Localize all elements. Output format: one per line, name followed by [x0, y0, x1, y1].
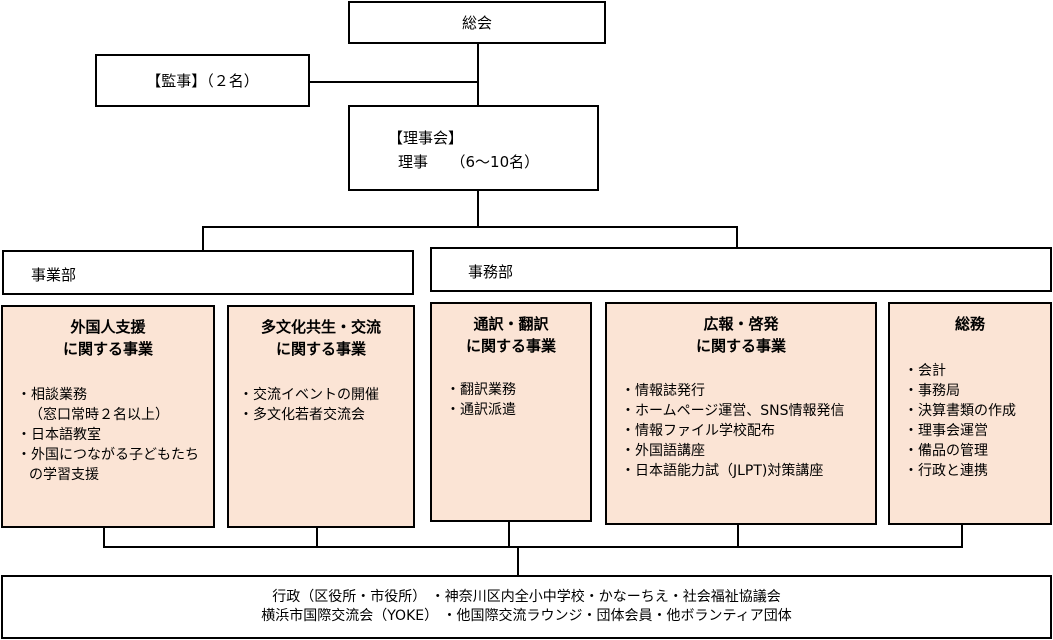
- connector-assembly-board: [477, 43, 479, 106]
- list-item: ・備品の管理: [904, 443, 988, 459]
- list-item: ・行政と連携: [904, 463, 988, 479]
- connector-dept3-drop: [508, 521, 510, 548]
- connector-division-bar: [202, 226, 738, 228]
- connector-bottom-bar: [103, 546, 963, 548]
- auditor-label: 【監事】（２名）: [146, 72, 259, 90]
- dept-public-relations: 広報・啓発 に関する事業 ・情報誌発行 ・ホームページ運営、SNS情報発信 ・情…: [605, 302, 877, 525]
- list-item: ・翻訳業務: [446, 382, 516, 398]
- connector-dept4-drop: [737, 524, 739, 547]
- business-division-box: 事業部: [2, 250, 414, 295]
- connector-dept2-drop: [316, 527, 318, 547]
- list-item: ・日本語能力試（JLPT)対策講座: [621, 463, 824, 479]
- list-item: の学習支援: [29, 467, 99, 483]
- auditor-box: 【監事】（２名）: [95, 54, 310, 107]
- dept-foreign-support-title: 外国人支援 に関する事業: [62, 318, 153, 358]
- list-item: ・ホームページ運営、SNS情報発信: [621, 403, 845, 419]
- partners-line-2: 横浜市国際交流会（YOKE） ・他国際交流ラウンジ・団体会員・他ボランティア団体: [261, 608, 792, 624]
- connector-business-drop: [202, 226, 204, 251]
- list-item: ・交流イベントの開催: [239, 387, 379, 403]
- dept-foreign-support: 外国人支援 に関する事業 ・相談業務 （窓口常時２名以上） ・日本語教室 ・外国…: [1, 305, 215, 528]
- connector-auditor: [309, 81, 479, 83]
- connector-office-drop: [736, 226, 738, 248]
- general-assembly-box: 総会: [348, 1, 606, 44]
- connector-partners: [517, 546, 519, 576]
- dept-multicultural-title: 多文化共生・交流 に関する事業: [260, 318, 381, 358]
- list-item: ・理事会運営: [904, 423, 988, 439]
- list-item: ・通訳派遣: [446, 402, 516, 418]
- partners-box: 行政（区役所・市役所） ・神奈川区内全小中学校・かなーちえ・社会福祉協議会 横浜…: [1, 575, 1052, 639]
- list-item: ・情報誌発行: [621, 383, 705, 399]
- list-item: ・決算書類の作成: [904, 403, 1016, 419]
- list-item: ・情報ファイル学校配布: [621, 423, 775, 439]
- connector-board-down: [477, 190, 479, 228]
- dept-foreign-support-items: ・相談業務 （窓口常時２名以上） ・日本語教室 ・外国につながる子どもたち の学…: [17, 385, 199, 485]
- board-members: 理事 （6～10名）: [398, 153, 540, 171]
- business-division-label: 事業部: [31, 266, 77, 284]
- list-item: ・相談業務: [17, 387, 87, 403]
- office-division-box: 事務部: [430, 247, 1052, 292]
- list-item: ・多文化若者交流会: [239, 407, 365, 423]
- dept-public-relations-title: 広報・啓発 に関する事業: [695, 315, 786, 355]
- dept-interpretation-items: ・翻訳業務 ・通訳派遣: [446, 380, 516, 420]
- dept-general-affairs: 総務 ・会計 ・事務局 ・決算書類の作成 ・理事会運営 ・備品の管理 ・行政と連…: [888, 302, 1052, 525]
- list-item: （窓口常時２名以上）: [29, 407, 169, 423]
- list-item: ・会計: [904, 363, 946, 379]
- dept-public-relations-items: ・情報誌発行 ・ホームページ運営、SNS情報発信 ・情報ファイル学校配布 ・外国…: [621, 381, 845, 481]
- partners-text: 行政（区役所・市役所） ・神奈川区内全小中学校・かなーちえ・社会福祉協議会 横浜…: [261, 588, 791, 626]
- dept-interpretation-title: 通訳・翻訳 に関する事業: [465, 315, 556, 355]
- list-item: ・外国につながる子どもたち: [17, 447, 199, 463]
- dept-general-affairs-title: 総務: [954, 315, 985, 333]
- partners-line-1: 行政（区役所・市役所） ・神奈川区内全小中学校・かなーちえ・社会福祉協議会: [272, 589, 781, 605]
- office-division-label: 事務部: [468, 263, 514, 281]
- dept-multicultural-items: ・交流イベントの開催 ・多文化若者交流会: [239, 385, 379, 425]
- board-box: 【理事会】 理事 （6～10名）: [348, 105, 599, 191]
- list-item: ・日本語教室: [17, 427, 101, 443]
- dept-multicultural: 多文化共生・交流 に関する事業 ・交流イベントの開催 ・多文化若者交流会: [227, 305, 415, 528]
- list-item: ・外国語講座: [621, 443, 705, 459]
- general-assembly-label: 総会: [461, 14, 492, 32]
- dept-general-affairs-items: ・会計 ・事務局 ・決算書類の作成 ・理事会運営 ・備品の管理 ・行政と連携: [904, 361, 1016, 481]
- dept-interpretation: 通訳・翻訳 に関する事業 ・翻訳業務 ・通訳派遣: [430, 302, 592, 522]
- board-title: 【理事会】: [388, 129, 464, 147]
- list-item: ・事務局: [904, 383, 960, 399]
- connector-dept5-drop: [961, 524, 963, 547]
- connector-dept1-drop: [103, 527, 105, 547]
